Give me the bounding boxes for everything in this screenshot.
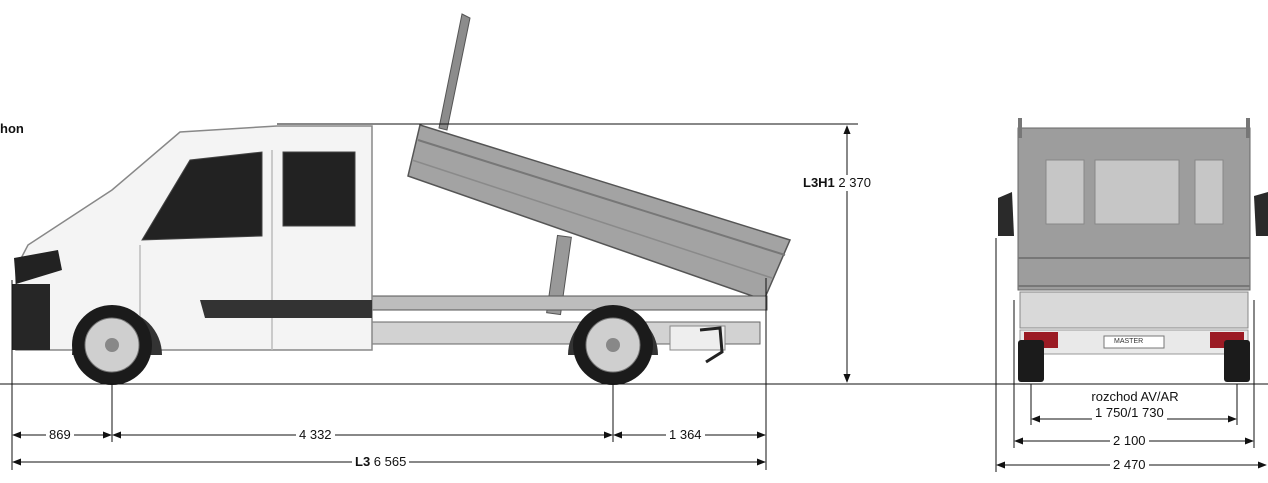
body-width-label: 2 100 xyxy=(1110,433,1149,449)
height-value: 2 370 xyxy=(838,175,871,190)
front-wheel xyxy=(72,305,152,385)
height-code: L3H1 xyxy=(803,175,835,190)
master-badge: MASTER xyxy=(1114,338,1144,345)
overall-length-label: L3 6 565 xyxy=(352,454,410,470)
track-value: 1 750/1 730 xyxy=(1092,405,1167,421)
track-label: rozchod AV/AR xyxy=(1091,389,1179,404)
mirror-width-label: 2 470 xyxy=(1110,457,1149,473)
rear-view-truck xyxy=(998,118,1268,382)
front-overhang-label: 869 xyxy=(46,427,74,443)
rear-wheel xyxy=(573,305,653,385)
length-code: L3 xyxy=(355,454,371,469)
height-label: L3H1 2 370 xyxy=(800,175,874,191)
rear-overhang-label: 1 364 xyxy=(666,427,705,443)
side-view-truck xyxy=(12,13,792,385)
wheelbase-label: 4 332 xyxy=(296,427,335,443)
diagram-title-fragment: hon xyxy=(0,121,24,136)
length-value: 6 565 xyxy=(373,454,407,469)
